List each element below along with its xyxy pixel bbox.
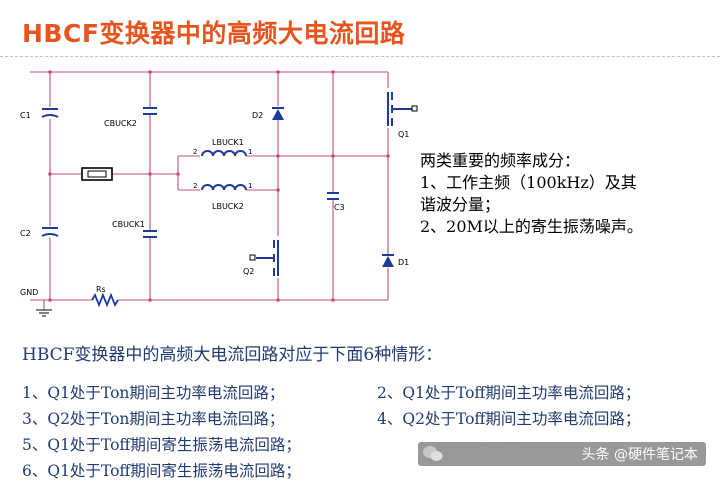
label-pin2-bot: 2	[193, 182, 197, 190]
label-rs: Rs	[96, 285, 106, 294]
watermark-main: 头条 @硬件笔记本	[581, 447, 698, 463]
c2-capacitor	[41, 226, 59, 238]
case-item: 3、Q2处于Ton期间主功率电流回路；	[22, 410, 285, 428]
notes-heading: 两类重要的频率成分：	[420, 151, 581, 170]
lbuck1-inductor	[201, 150, 247, 157]
label-pin1-bot: 1	[248, 182, 252, 190]
label-d1: D1	[398, 258, 409, 267]
d2-diode	[272, 106, 284, 120]
wechat-icon	[423, 446, 443, 461]
case-item: 1、Q1处于Ton期间主功率电流回路；	[22, 384, 285, 402]
cases-row: 3、Q2处于Ton期间主功率电流回路； 4、Q2处于Toff期间主功率电流回路；	[22, 405, 640, 431]
watermark: 公众号 · 硬件笔记本 头条 @硬件笔记本	[418, 442, 706, 466]
fuse-component	[81, 167, 113, 181]
label-c3: C3	[334, 203, 345, 212]
c1-capacitor	[41, 107, 59, 119]
d1-diode	[382, 254, 394, 268]
q2-mosfet	[249, 236, 282, 278]
rs-resistor	[91, 292, 119, 308]
circuit-schematic: C1 C2 CBUCK2 CBUCK1 LBUCK1 LBUCK2 2 1 2 …	[20, 70, 418, 317]
cbuck1-capacitor	[143, 230, 157, 238]
case-item: 2、Q1处于Toff期间主功率电流回路；	[377, 384, 641, 402]
frequency-notes: 两类重要的频率成分： 1、工作主频（100kHz）及其 谐波分量； 2、20M以…	[420, 150, 720, 238]
notes-line-1: 1、工作主频（100kHz）及其	[420, 173, 637, 192]
watermark-faint: 公众号 · 硬件笔记本	[450, 447, 576, 463]
notes-line-3: 2、20M以上的寄生振荡噪声。	[420, 217, 643, 236]
cbuck2-capacitor	[143, 107, 157, 115]
case-item: 6、Q1处于Toff期间寄生振荡电流回路；	[22, 462, 301, 480]
label-q1: Q1	[398, 130, 409, 139]
label-gnd: GND	[20, 288, 38, 297]
circuit-wires	[30, 71, 389, 310]
label-c1: C1	[20, 111, 31, 120]
q1-mosfet	[380, 88, 418, 128]
label-d2: D2	[252, 111, 263, 120]
notes-line-2: 谐波分量；	[420, 195, 501, 214]
case-item: 5、Q1处于Toff期间寄生振荡电流回路；	[22, 436, 301, 454]
title-divider	[0, 56, 720, 57]
cases-row: 6、Q1处于Toff期间寄生振荡电流回路；	[22, 457, 640, 483]
lbuck2-inductor	[201, 184, 247, 191]
label-cbuck2: CBUCK2	[104, 119, 137, 128]
label-lbuck2: LBUCK2	[212, 202, 244, 211]
label-pin2-top: 2	[193, 148, 197, 156]
page-title: HBCF变换器中的高频大电流回路	[22, 19, 406, 48]
label-c2: C2	[20, 229, 31, 238]
cases-list: 1、Q1处于Ton期间主功率电流回路； 2、Q1处于Toff期间主功率电流回路；…	[22, 379, 640, 483]
ground-icon	[36, 309, 52, 317]
c3-capacitor	[327, 192, 339, 200]
circuit-nodes	[48, 70, 390, 302]
label-lbuck1: LBUCK1	[212, 138, 244, 147]
case-item: 4、Q2处于Toff期间主功率电流回路；	[377, 410, 641, 428]
cases-row: 1、Q1处于Ton期间主功率电流回路； 2、Q1处于Toff期间主功率电流回路；	[22, 379, 640, 405]
label-pin1-top: 1	[248, 148, 252, 156]
cases-heading: HBCF变换器中的高频大电流回路对应于下面6种情形：	[22, 345, 443, 365]
cases-row: 5、Q1处于Toff期间寄生振荡电流回路；	[22, 431, 640, 457]
label-q2: Q2	[243, 267, 254, 276]
label-cbuck1: CBUCK1	[112, 220, 145, 229]
